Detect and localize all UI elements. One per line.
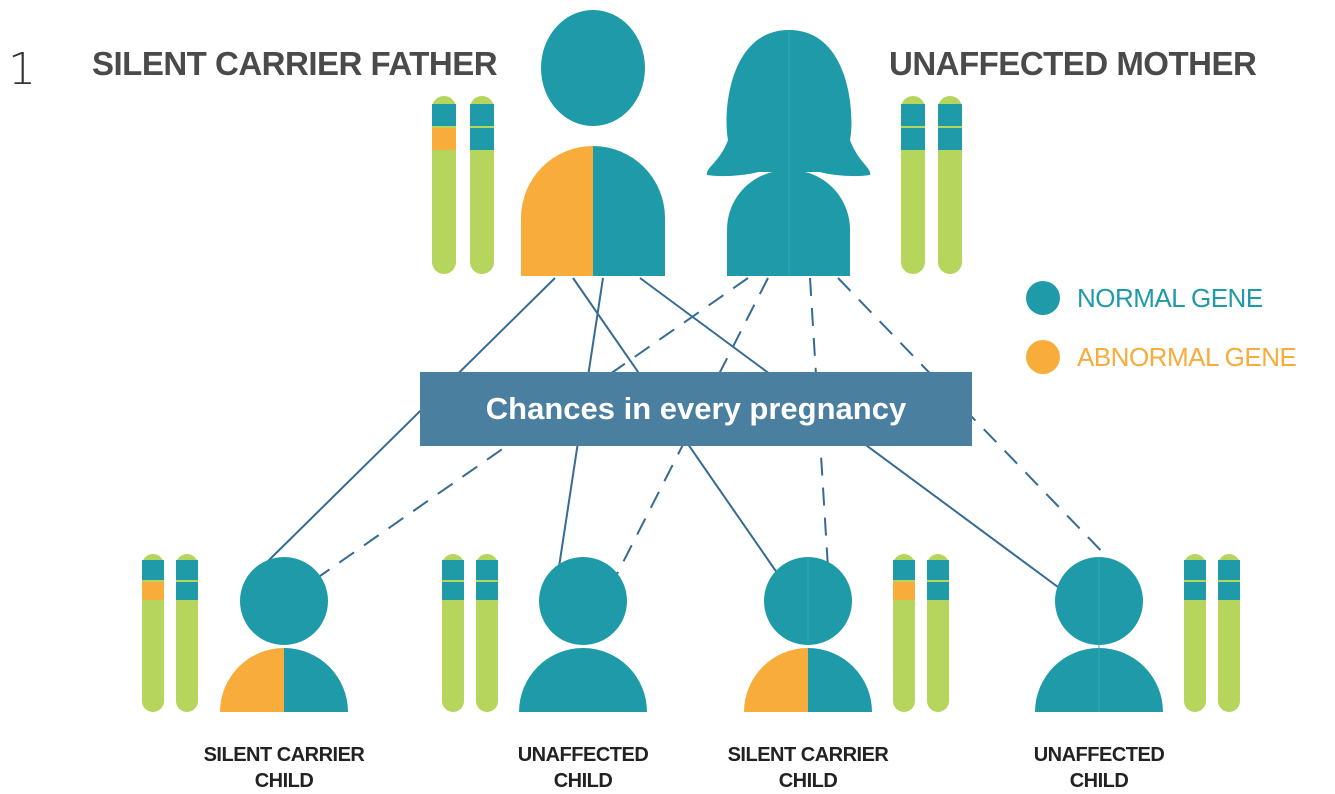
chromosome-icon	[1184, 554, 1206, 712]
child-1-label: SILENT CARRIER CHILD	[184, 742, 384, 794]
father-title: SILENT CARRIER FATHER	[92, 45, 498, 82]
father-figure-icon	[521, 10, 665, 276]
legend-abnormal-label: ABNORMAL GENE	[1077, 342, 1297, 372]
mother-line-3	[809, 277, 829, 569]
child-2-chromosomes	[442, 554, 498, 712]
mother-line-1	[319, 277, 749, 577]
child-2-figure-icon	[519, 557, 647, 712]
child-1-figure-icon	[220, 557, 348, 712]
child-3-label-line1: SILENT CARRIER	[727, 744, 889, 766]
father-chromosomes	[432, 96, 494, 274]
chromosome-icon	[432, 96, 456, 274]
child-1-chromosomes	[142, 554, 198, 712]
chromosome-icon	[442, 554, 464, 712]
page-number: 1	[8, 44, 36, 95]
chromosome-icon	[176, 554, 198, 712]
chromosome-icon	[901, 96, 925, 274]
mother-chromosomes	[901, 96, 962, 274]
abnormal-gene-dot-icon	[1026, 340, 1060, 374]
child-2-label-line2: CHILD	[553, 770, 613, 792]
child-3-label-line2: CHILD	[778, 770, 838, 792]
chromosome-icon	[476, 554, 498, 712]
legend-normal-label: NORMAL GENE	[1077, 283, 1263, 313]
child-2-label: UNAFFECTED CHILD	[483, 742, 683, 794]
normal-gene-dot-icon	[1026, 281, 1060, 315]
child-3-figure-icon	[744, 557, 872, 712]
mother-line-4	[837, 277, 1111, 561]
chromosome-icon	[893, 554, 915, 712]
child-3-chromosomes	[893, 554, 949, 712]
chances-banner: Chances in every pregnancy	[420, 372, 972, 446]
father-line-1	[261, 277, 556, 568]
chromosome-icon	[1218, 554, 1240, 712]
child-4-label-line1: UNAFFECTED	[1033, 744, 1165, 766]
mother-line-2	[614, 277, 769, 579]
child-1-label-line2: CHILD	[254, 770, 314, 792]
mother-title: UNAFFECTED MOTHER	[889, 45, 1257, 82]
child-4-label: UNAFFECTED CHILD	[999, 742, 1199, 794]
chromosome-icon	[927, 554, 949, 712]
child-4-figure-icon	[1035, 557, 1163, 712]
chromosome-icon	[142, 554, 164, 712]
mother-connection-lines	[319, 277, 1111, 579]
child-4-label-line2: CHILD	[1069, 770, 1129, 792]
child-4-chromosomes	[1184, 554, 1240, 712]
chromosome-icon	[938, 96, 962, 274]
child-2-label-line1: UNAFFECTED	[517, 744, 649, 766]
child-3-label: SILENT CARRIER CHILD	[708, 742, 908, 794]
mother-figure-icon	[706, 30, 871, 276]
child-1-label-line1: SILENT CARRIER	[203, 744, 365, 766]
chromosome-icon	[470, 96, 494, 274]
